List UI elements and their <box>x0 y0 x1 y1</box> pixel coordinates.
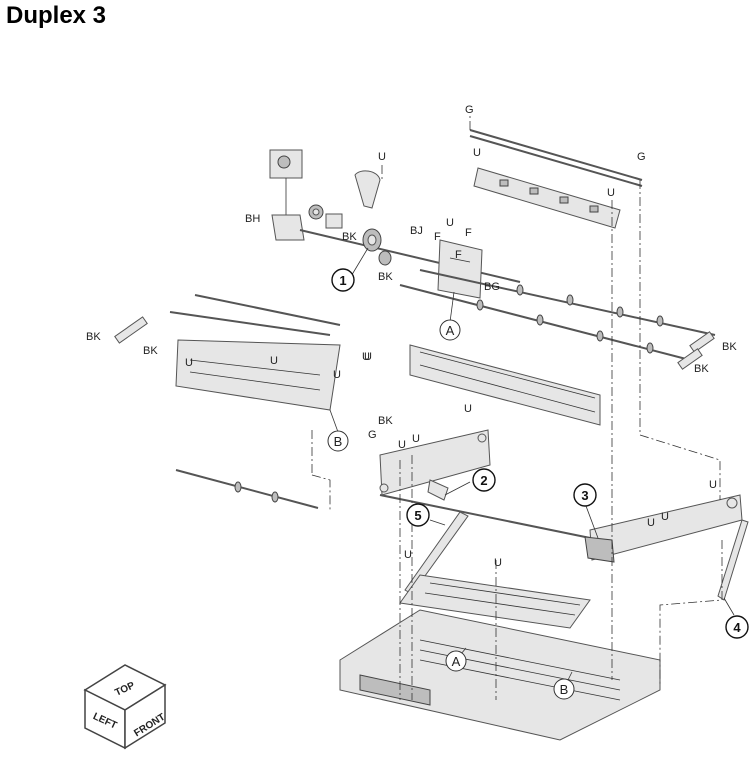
fastener-label-u: U <box>412 433 420 445</box>
lower-left-roller-shaft <box>175 469 319 509</box>
fastener-label-g: G <box>637 151 646 163</box>
left-end-bearing <box>114 316 148 344</box>
fastener-label-f: F <box>434 231 441 243</box>
fastener-label-u: U <box>362 351 370 363</box>
drive-gear <box>354 170 392 266</box>
svg-text:A: A <box>452 654 461 669</box>
assembly-lines <box>311 115 723 700</box>
fastener-label-bk: BK <box>378 415 393 427</box>
callout-2: 2 <box>472 468 496 492</box>
fastener-labels: G G G U U U U U U U U U U U U U U U U BH… <box>86 104 737 569</box>
fastener-label-bg: BG <box>484 281 500 293</box>
svg-text:B: B <box>560 682 569 697</box>
svg-text:5: 5 <box>414 508 421 523</box>
upper-guide-rod <box>469 129 643 187</box>
reference-a: A <box>439 319 461 341</box>
center-paper-guide <box>409 344 601 426</box>
exit-roller-shaft-lower <box>399 284 691 361</box>
left-guide-rod <box>169 294 341 336</box>
duplex-grid <box>399 574 591 629</box>
fastener-label-bk: BK <box>143 345 158 357</box>
fastener-label-bk: BK <box>694 363 709 375</box>
callout-1: 1 <box>331 268 355 292</box>
fastener-label-bh: BH <box>245 213 260 225</box>
fastener-label-u: U <box>473 147 481 159</box>
shaft-end-bearings <box>677 331 715 370</box>
side-frame-left <box>379 429 491 496</box>
reference-b: B <box>327 430 349 452</box>
lever-part <box>717 519 749 601</box>
callout-4: 4 <box>725 615 749 639</box>
reference-b: B <box>553 678 575 700</box>
fastener-label-u: U <box>378 151 386 163</box>
svg-text:1: 1 <box>339 273 346 288</box>
svg-text:3: 3 <box>581 488 588 503</box>
fastener-label-bk: BK <box>378 271 393 283</box>
fastener-label-u: U <box>464 403 472 415</box>
duplex-base-tray <box>339 609 661 741</box>
fastener-label-u: U <box>398 439 406 451</box>
drive-shaft <box>379 494 601 541</box>
fastener-label-u: U <box>607 187 615 199</box>
cube-front-face <box>124 683 166 750</box>
left-guide-frame <box>175 339 341 411</box>
upper-guide-plate <box>473 167 621 229</box>
callout-5: 5 <box>406 503 430 527</box>
svg-text:B: B <box>334 434 343 449</box>
fastener-label-u: U <box>494 557 502 569</box>
clutch-part <box>584 536 615 563</box>
fastener-label-bk: BK <box>342 231 357 243</box>
fastener-label-u: U <box>333 369 341 381</box>
fastener-label-u: U <box>404 549 412 561</box>
reference-a: A <box>445 650 467 672</box>
gear-bracket-assembly <box>269 149 521 283</box>
fastener-label-g: G <box>368 429 377 441</box>
fastener-label-bk: BK <box>86 331 101 343</box>
fastener-label-u: U <box>185 357 193 369</box>
fastener-label-u: U <box>647 517 655 529</box>
svg-text:4: 4 <box>733 620 741 635</box>
fastener-label-u: U <box>446 217 454 229</box>
svg-text:2: 2 <box>480 473 487 488</box>
fastener-label-f: F <box>465 227 472 239</box>
svg-text:A: A <box>446 323 455 338</box>
fastener-label-u: U <box>661 511 669 523</box>
fastener-label-u: U <box>364 351 372 363</box>
callout-3: 3 <box>573 483 597 507</box>
fastener-label-u: U <box>709 479 717 491</box>
orientation-cube: TOP LEFT FRONT <box>83 664 167 750</box>
fastener-label-f: F <box>455 249 462 261</box>
fastener-label-u: U <box>270 355 278 367</box>
fastener-label-bj: BJ <box>410 225 423 237</box>
fastener-label-bk: BK <box>722 341 737 353</box>
exit-roller-shaft-upper <box>419 269 716 336</box>
page-title: Duplex 3 <box>6 2 107 29</box>
small-arm-part <box>427 479 449 501</box>
fastener-label-g: G <box>465 104 474 116</box>
